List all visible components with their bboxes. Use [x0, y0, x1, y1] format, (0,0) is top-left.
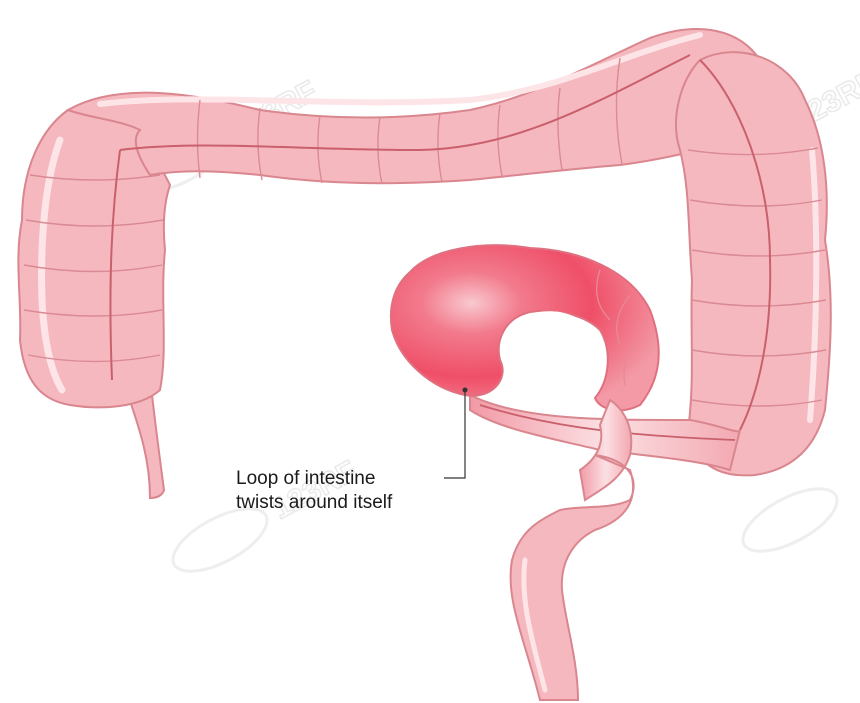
watermark-text: 123RF: [267, 454, 362, 525]
rectum: [511, 400, 634, 700]
twisted-loop: [391, 245, 659, 410]
leader-line: [444, 392, 465, 478]
transverse-colon: [68, 29, 764, 184]
annotation-line-1: Loop of intestine: [236, 468, 375, 489]
annotation: Loop of intestine twists around itself: [236, 388, 468, 514]
appendix: [128, 395, 164, 498]
annotation-line-2: twists around itself: [236, 492, 393, 513]
annotation-dot: [463, 388, 468, 393]
descending-colon: [676, 52, 831, 475]
